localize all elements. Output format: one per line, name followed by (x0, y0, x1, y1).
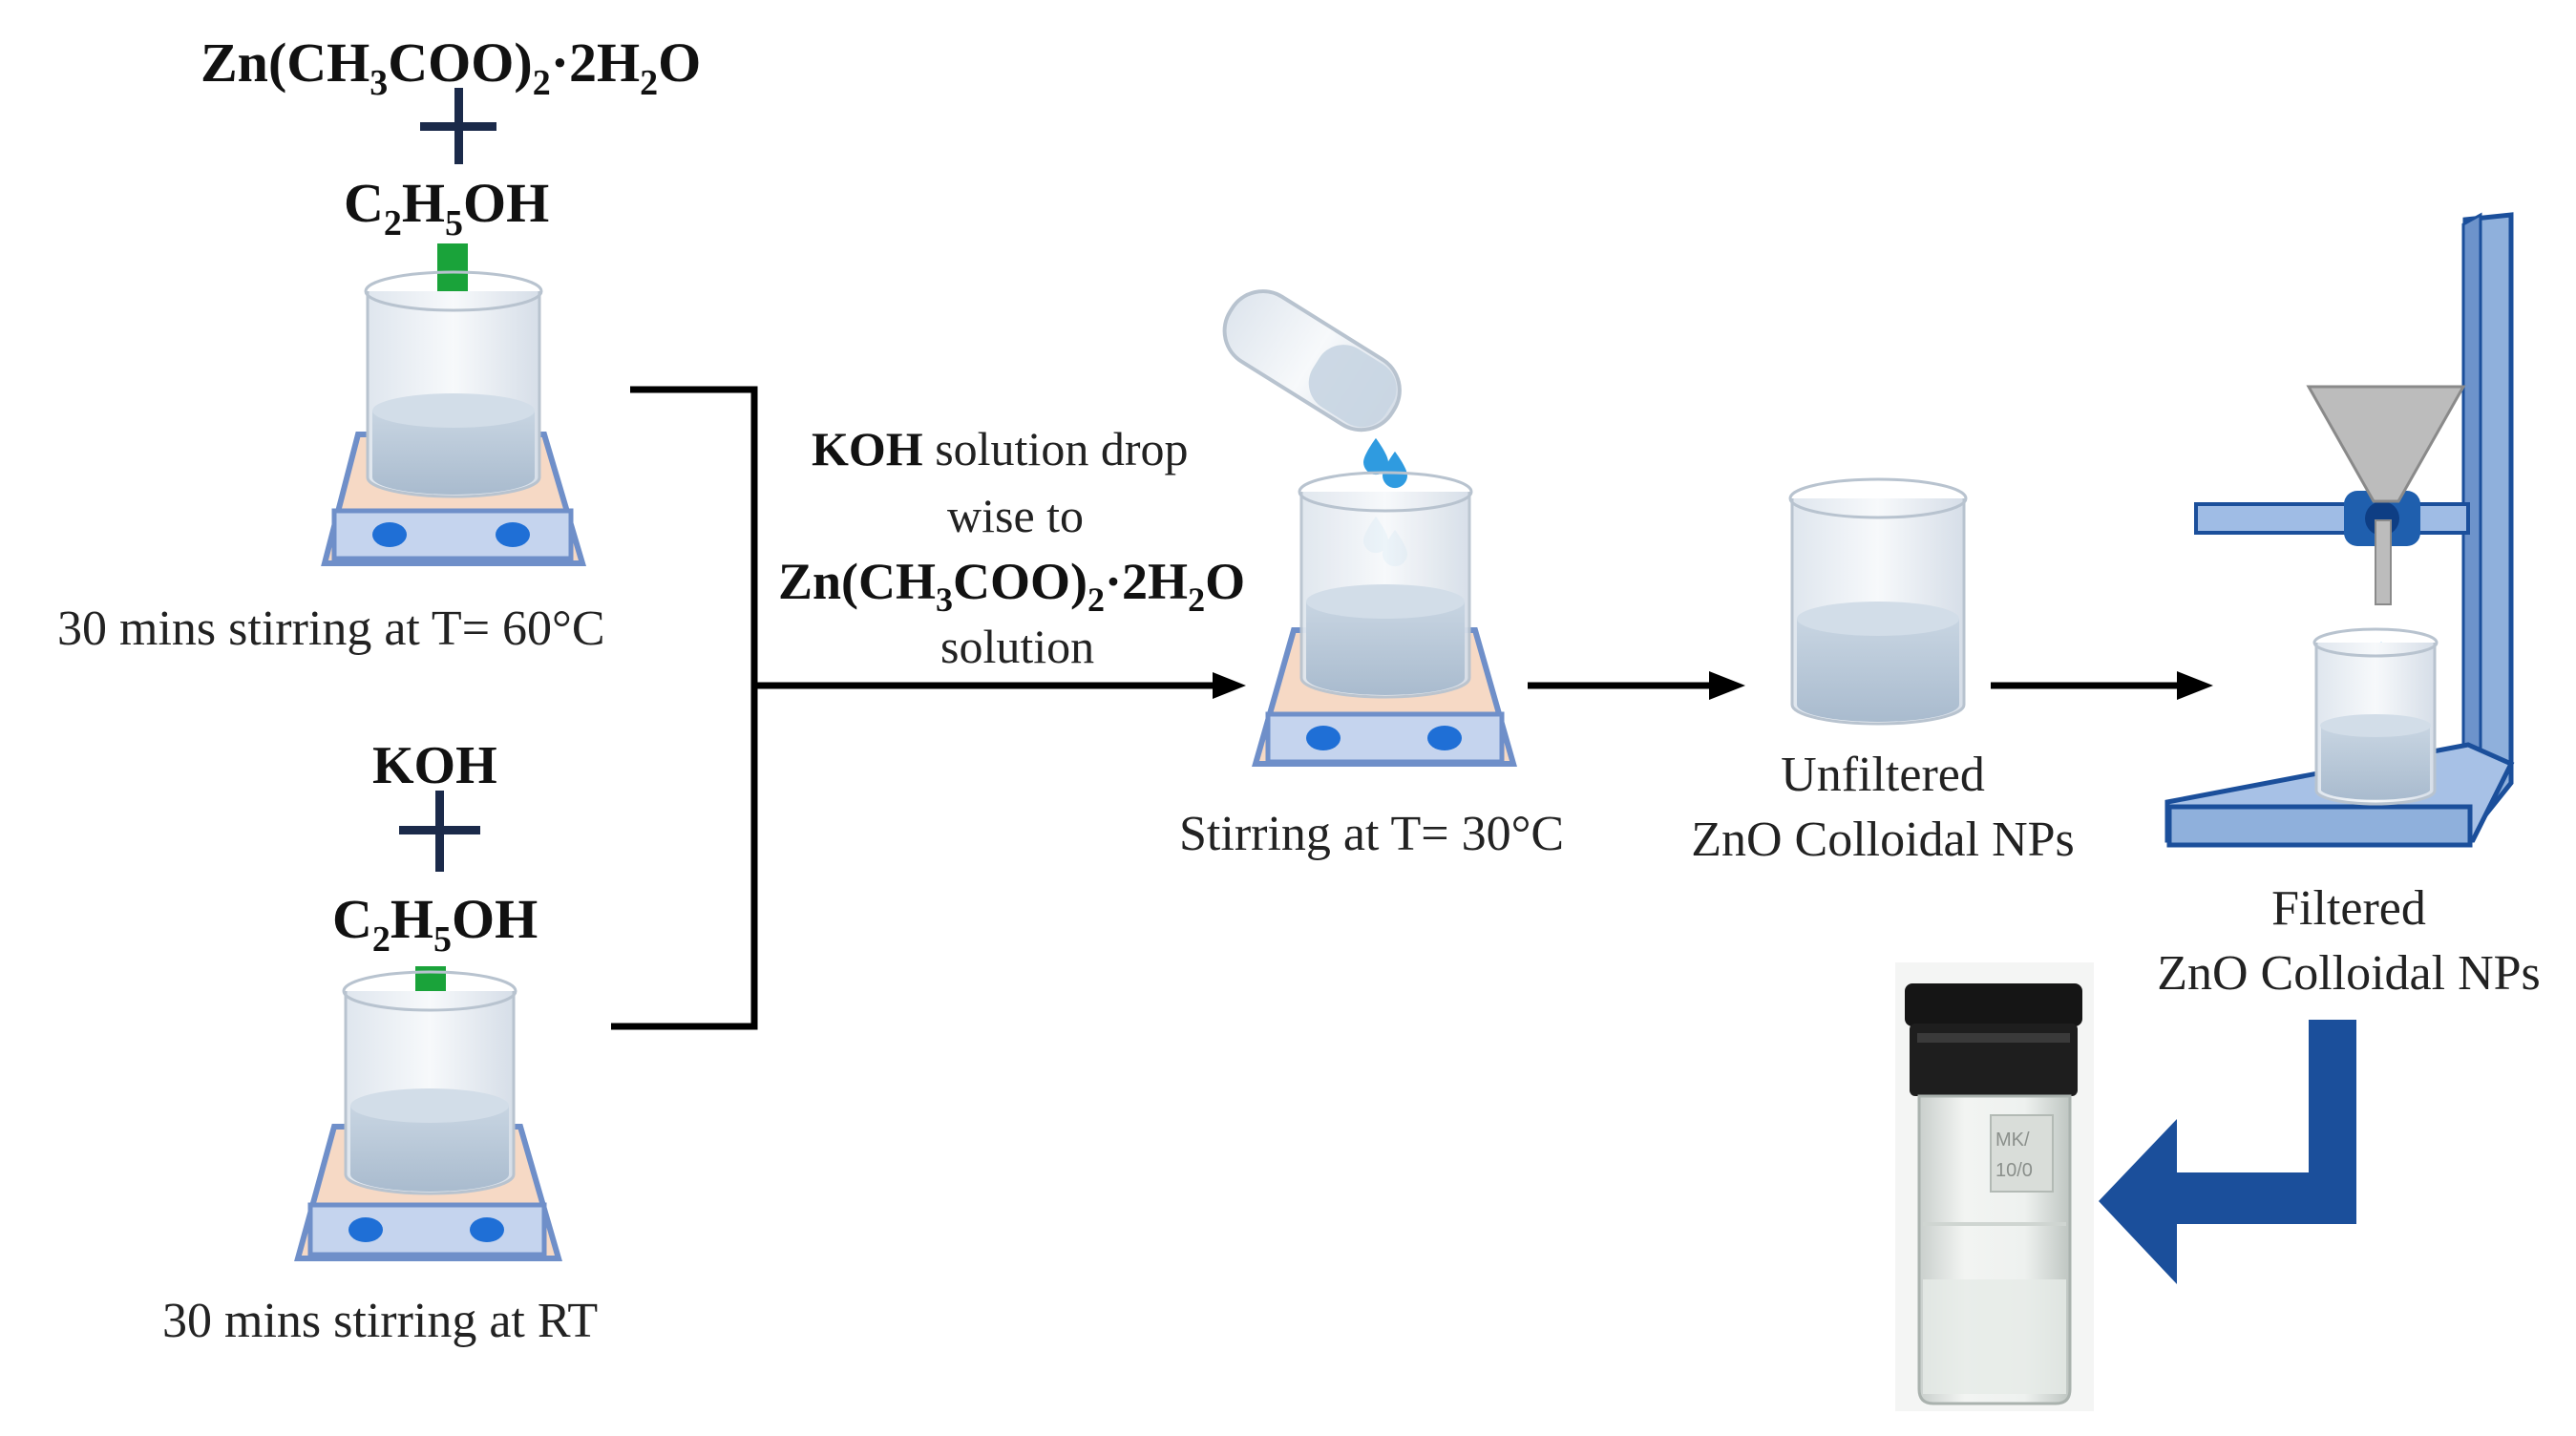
ethanol-formula-top: C2H5OH (344, 172, 549, 243)
beaker-1 (364, 270, 543, 498)
stirrer-knob-icon (470, 1217, 504, 1242)
ethanol-formula-bottom: C2H5OH (332, 888, 538, 960)
stirrer-knob-icon (372, 522, 407, 547)
funnel (2306, 385, 2466, 605)
blue-bent-arrow-icon (2099, 1020, 2356, 1284)
step-label-stir-60: 30 mins stirring at T= 60°C (57, 602, 605, 656)
arrowhead-icon (1213, 672, 1246, 699)
plus-icon (420, 88, 496, 164)
filtered-label-2: ZnO Colloidal NPs (2157, 946, 2541, 1001)
arrowhead-icon (2177, 671, 2213, 700)
beaker-3 (1298, 471, 1473, 699)
merge-bracket (611, 386, 1217, 1030)
beaker-unfiltered (1788, 477, 1968, 726)
stirrer-knob-icon (496, 522, 530, 547)
transfer-line-2: wise to (947, 489, 1084, 542)
vial-cap (1905, 983, 2082, 1026)
step-label-stir-30: Stirring at T= 30°C (1179, 807, 1564, 861)
vial-photo: MK/ 10/0 (1895, 962, 2094, 1411)
beaker-2 (342, 970, 517, 1195)
svg-text:10/0: 10/0 (1995, 1160, 2033, 1181)
transfer-line-4: solution (940, 620, 1094, 673)
zinc-acetate-formula: Zn(CH3COO)2·2H2O (201, 32, 701, 103)
pouring-test-tube (1222, 289, 1402, 433)
unfiltered-label-1: Unfiltered (1781, 748, 1985, 802)
stirrer-knob-icon (1427, 726, 1462, 750)
stirrer-knob-icon (1306, 726, 1341, 750)
stirrer-knob-icon (348, 1217, 383, 1242)
koh-formula: KOH (372, 736, 497, 795)
filtered-label-1: Filtered (2271, 881, 2426, 936)
transfer-line-1: KOH solution drop (812, 422, 1188, 475)
plus-icon (399, 791, 480, 872)
unfiltered-label-2: ZnO Colloidal NPs (1691, 813, 2075, 867)
svg-text:MK/: MK/ (1995, 1130, 2030, 1151)
beaker-filtered (2312, 627, 2439, 806)
step-label-stir-rt: 30 mins stirring at RT (162, 1294, 598, 1348)
arrowhead-icon (1709, 671, 1745, 700)
transfer-zinc-formula: Zn(CH3COO)2·2H2O (778, 553, 1245, 619)
